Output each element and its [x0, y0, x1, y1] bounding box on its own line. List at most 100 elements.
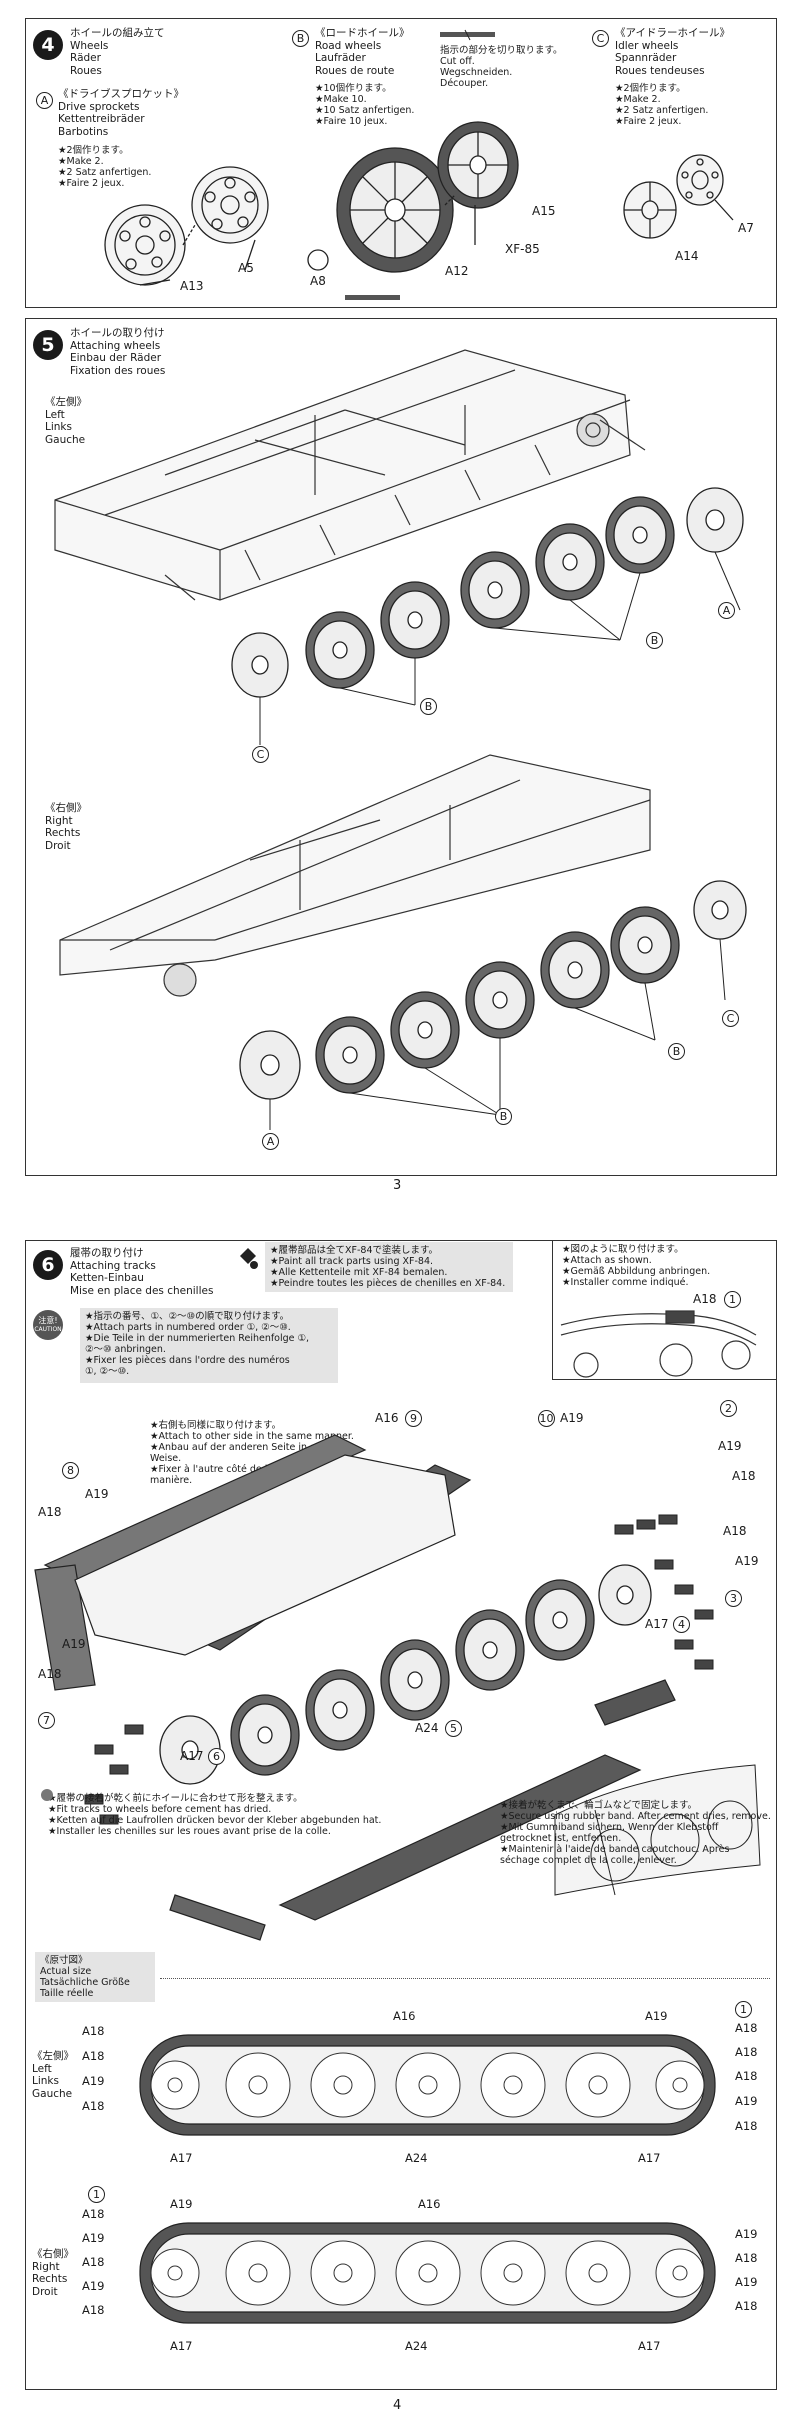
actual-right-r-0: A19: [735, 2227, 758, 2241]
actual-left-bottom-a17-1: A17: [170, 2151, 193, 2165]
a8-sprue-icon: [345, 295, 400, 300]
other-side-note: ★右側も同様に取り付けます。 ★Attach to other side in …: [150, 1420, 354, 1486]
actual-left-r-1: A18: [735, 2045, 758, 2059]
actual-right-l-4: A18: [82, 2303, 105, 2317]
actual-left-label: 《左側》 Left Links Gauche: [32, 2050, 74, 2100]
order-2: 2: [720, 1400, 737, 1417]
attach-note: ★図のように取り付けます。 ★Attach as shown. ★Gemäß A…: [562, 1244, 711, 1288]
step-4-number: 4: [33, 30, 63, 60]
part-a7-label: A7: [738, 221, 754, 235]
label-a18-left: A18: [38, 1505, 62, 1519]
actual-left-track-drawing: [139, 2034, 716, 2136]
letter-a-circle: A: [36, 92, 53, 109]
actual-left-bottom-a24: A24: [405, 2151, 428, 2165]
road-wheels-notes: ★10個作ります。 ★Make 10. ★10 Satz anfertigen.…: [315, 83, 415, 127]
road-wheels-title: 《ロードホイール》 Road wheels Laufräder Roues de…: [315, 27, 410, 77]
part-a8-label: A8: [310, 274, 326, 288]
label-a19-left: A19: [85, 1487, 109, 1501]
cut-off-sprue-icon: [440, 29, 495, 41]
page-3: 4 ホイールの組み立て Wheels Räder Roues A 《ドライブスプ…: [0, 0, 800, 1200]
actual-right-track-drawing: [139, 2222, 716, 2324]
label-a18-left-bottom: A18: [38, 1667, 62, 1681]
step-5-title: ホイールの取り付け Attaching wheels Einbau der Rä…: [70, 327, 166, 377]
actual-right-r-1: A18: [735, 2251, 758, 2265]
order-7: 7: [38, 1712, 55, 1729]
part-a12-label: A12: [445, 264, 469, 278]
idler-wheel-drawing: [623, 154, 734, 239]
attach-inset-frame: [552, 1240, 777, 1380]
callout-c-right: C: [722, 1010, 739, 1027]
label-a19-right-2: A19: [735, 1554, 759, 1568]
fit-tracks-note: ★履帯の接着が乾く前にホイールに合わせて形を整えます。 ★Fit tracks …: [48, 1793, 382, 1837]
attach-part-a18: A18: [693, 1292, 717, 1306]
actual-left-l-1: A18: [82, 2049, 105, 2063]
callout-b-right-1: B: [668, 1043, 685, 1060]
label-a19-left-bottom: A19: [62, 1637, 86, 1651]
order-5: 5: [445, 1720, 462, 1737]
order-6: 6: [208, 1748, 225, 1765]
actual-left-l-2: A19: [82, 2074, 105, 2088]
actual-right-l-2: A18: [82, 2255, 105, 2269]
attach-inset-drawing: [560, 1310, 757, 1378]
actual-right-label: 《右側》 Right Rechts Droit: [32, 2248, 74, 2298]
actual-left-l-0: A18: [82, 2024, 105, 2038]
attach-order-1: 1: [724, 1291, 741, 1308]
label-a16: A16: [375, 1411, 399, 1425]
actual-size-box: 《原寸図》 Actual size Tatsächliche Größe Tai…: [35, 1952, 155, 2002]
idler-wheels-notes: ★2個作ります。 ★Make 2. ★2 Satz anfertigen. ★F…: [615, 83, 709, 127]
step-6-title: 履帯の取り付け Attaching tracks Ketten-Einbau M…: [70, 1247, 214, 1297]
order-8: 8: [62, 1462, 79, 1479]
callout-b-left-1: B: [646, 632, 663, 649]
part-a5-label: A5: [238, 261, 254, 275]
drive-sprocket-drawing: [104, 166, 269, 286]
part-a14-label: A14: [675, 249, 699, 263]
actual-left-r-2: A18: [735, 2069, 758, 2083]
order-4: 4: [673, 1616, 690, 1633]
sprockets-notes: ★2個作ります。 ★Make 2. ★2 Satz anfertigen. ★F…: [58, 145, 152, 189]
step-6-frame: [25, 1240, 777, 2390]
idler-wheels-title: 《アイドラーホイール》 Idler wheels Spannräder Roue…: [615, 27, 730, 77]
label-a18-right-1: A18: [732, 1469, 756, 1483]
step-5-number: 5: [33, 330, 63, 360]
order-3: 3: [725, 1590, 742, 1607]
actual-left-bottom-a17-2: A17: [638, 2151, 661, 2165]
actual-right-l-3: A19: [82, 2279, 105, 2293]
actual-size-separator: [160, 1978, 770, 1979]
label-a24-5: A24: [415, 1721, 439, 1735]
paint-brush-icon: [240, 1248, 258, 1269]
actual-left-r-3: A19: [735, 2094, 758, 2108]
page-4: 6 履帯の取り付け Attaching tracks Ketten-Einbau…: [0, 1200, 800, 2421]
track-assembly-drawing: [34, 1434, 761, 1941]
callout-b-right-2: B: [495, 1108, 512, 1125]
step-6-number: 6: [33, 1250, 63, 1280]
order-9: 9: [405, 1410, 422, 1427]
callout-b-left-2: B: [420, 698, 437, 715]
actual-right-bottom-a24: A24: [405, 2339, 428, 2353]
left-side-label: 《左側》 Left Links Gauche: [45, 396, 87, 446]
fit-note-bullet-icon: [41, 1789, 53, 1801]
actual-right-order-1: 1: [88, 2186, 105, 2203]
callout-a-right: A: [262, 1133, 279, 1150]
actual-right-l-1: A19: [82, 2231, 105, 2245]
paint-xf85-label: XF-85: [505, 242, 540, 256]
actual-left-r-0: A18: [735, 2021, 758, 2035]
part-a15-label: A15: [532, 204, 556, 218]
hull-left-drawing: [54, 349, 646, 601]
sprockets-title: 《ドライブスプロケット》 Drive sprockets Kettentreib…: [58, 88, 184, 138]
road-wheel-drawing: [307, 121, 519, 273]
label-a17-4: A17: [645, 1617, 669, 1631]
actual-left-top-a16: A16: [393, 2009, 416, 2023]
paint-note-box: ★履帯部品は全てXF-84で塗装します。 ★Paint all track pa…: [265, 1242, 513, 1292]
wheels-right-drawing: [239, 880, 747, 1130]
callout-a-left: A: [718, 602, 735, 619]
actual-right-r-2: A19: [735, 2275, 758, 2289]
label-a17-6: A17: [180, 1749, 204, 1763]
actual-left-order-1: 1: [735, 2001, 752, 2018]
callout-c-left: C: [252, 746, 269, 763]
actual-left-r-4: A18: [735, 2119, 758, 2133]
actual-left-top-a19: A19: [645, 2009, 668, 2023]
letter-b-circle: B: [292, 30, 309, 47]
actual-right-r-3: A18: [735, 2299, 758, 2313]
actual-right-l-0: A18: [82, 2207, 105, 2221]
right-side-label: 《右側》 Right Rechts Droit: [45, 802, 87, 852]
